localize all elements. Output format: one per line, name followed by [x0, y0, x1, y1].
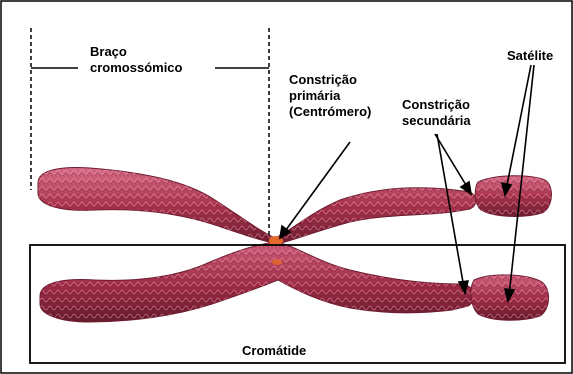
primary-constriction-label: Constrição primária (Centrómero)	[289, 72, 371, 120]
arm-label: Braço cromossómico	[90, 44, 182, 76]
secondary-constriction-label: Constrição secundária	[402, 97, 471, 129]
chromatid-label: Cromátide	[242, 343, 306, 359]
lower-chromatid	[40, 242, 549, 322]
centromere-lower	[272, 259, 282, 265]
satellite-label: Satélite	[507, 48, 553, 64]
upper-chromatid	[38, 168, 551, 244]
